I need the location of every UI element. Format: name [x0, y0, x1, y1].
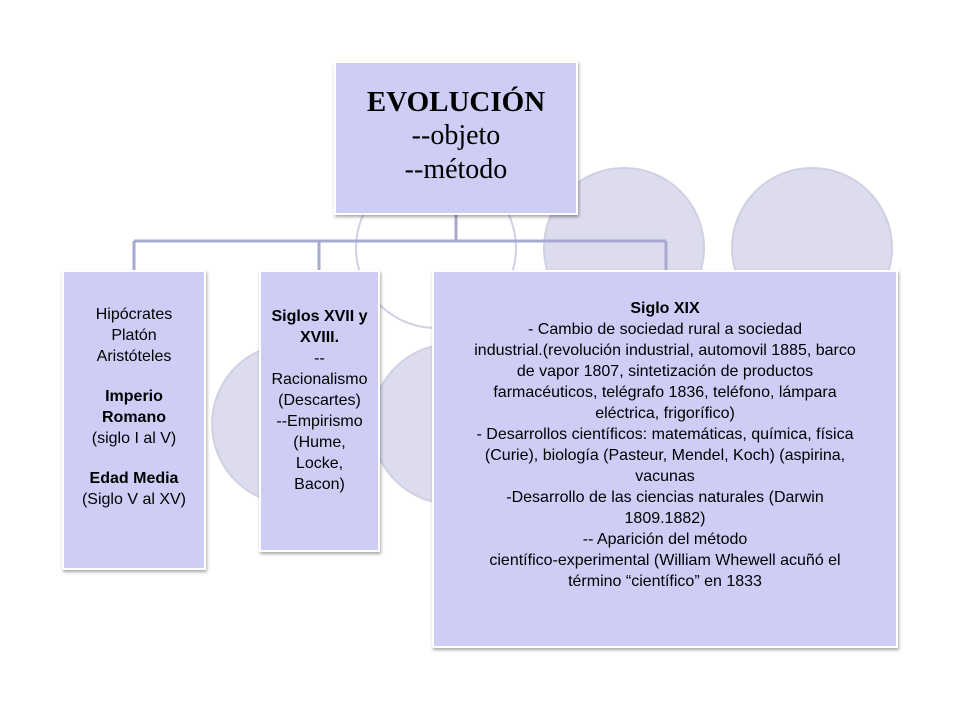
mid-line-5: (Descartes): [278, 392, 361, 409]
root-node-evolucion: EVOLUCIÓN --objeto --método: [334, 61, 578, 215]
left-line-6: (siglo I al V): [91, 430, 177, 447]
left-line-4: Imperio: [105, 388, 163, 405]
right-line-8: (Curie), biología (Pasteur, Mendel, Koch…: [484, 447, 846, 464]
left-line-1: Hipócrates: [95, 306, 173, 323]
right-line-3: industrial.(revolución industrial, autom…: [474, 342, 856, 359]
right-line-14: término “científico” en 1833: [568, 573, 762, 590]
right-line-5: farmacéuticos, telégrafo 1836, teléfono,…: [493, 384, 837, 401]
right-line-2: - Cambio de sociedad rural a sociedad: [528, 321, 802, 338]
right-line-13: científico-experimental (William Whewell…: [489, 552, 841, 569]
right-line-9: vacunas: [635, 468, 695, 485]
mid-line-2: XVIII.: [299, 329, 340, 346]
spacer: [64, 367, 204, 386]
mid-line-3: --: [314, 350, 325, 367]
root-title: EVOLUCIÓN: [366, 86, 546, 118]
right-line-7: - Desarrollos científicos: matemáticas, …: [476, 426, 854, 443]
mid-line-4: Racionalismo: [271, 371, 368, 388]
child-node-antiguedad: Hipócrates Platón Aristóteles Imperio Ro…: [62, 270, 206, 570]
mid-line-6: --Empirismo: [276, 413, 363, 430]
mid-line-7: (Hume,: [293, 434, 346, 451]
child-node-siglos-xvii-xviii: Siglos XVII y XVIII. -- Racionalismo (De…: [259, 270, 380, 552]
mid-line-8: Locke,: [295, 455, 344, 472]
right-line-10: -Desarrollo de las ciencias naturales (D…: [506, 489, 824, 506]
left-line-3: Aristóteles: [96, 348, 172, 365]
left-line-2: Platón: [111, 327, 157, 344]
right-line-11: 1809.1882): [624, 510, 706, 527]
right-line-6: eléctrica, frigorífico): [595, 405, 735, 422]
right-line-1: Siglo XIX: [630, 300, 700, 317]
child-node-siglo-xix: Siglo XIX - Cambio de sociedad rural a s…: [432, 270, 898, 648]
connector-lines: [132, 215, 668, 270]
mid-line-9: Bacon): [294, 476, 345, 493]
root-line-objeto: --objeto: [411, 120, 501, 151]
right-line-12: -- Aparición del método: [582, 531, 748, 548]
left-line-7: Edad Media: [89, 470, 179, 487]
root-line-metodo: --método: [404, 154, 508, 185]
right-line-4: de vapor 1807, sintetización de producto…: [516, 363, 814, 380]
left-line-8: (Siglo V al XV): [81, 491, 187, 508]
left-line-5: Romano: [102, 409, 166, 426]
mid-line-1: Siglos XVII y: [271, 308, 368, 325]
spacer: [64, 449, 204, 468]
